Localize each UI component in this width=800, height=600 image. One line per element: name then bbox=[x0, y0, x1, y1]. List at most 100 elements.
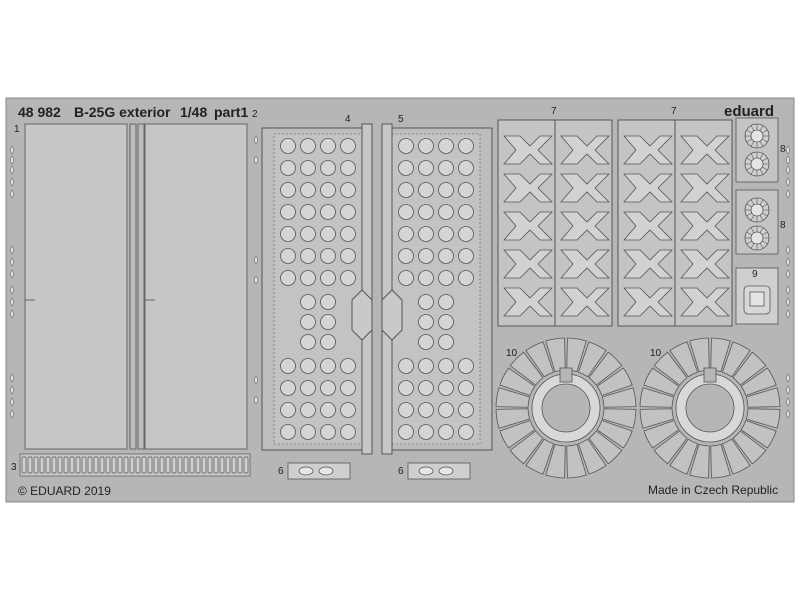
strip-tab bbox=[39, 456, 45, 474]
gear-tooth bbox=[762, 203, 768, 208]
gear-tooth bbox=[746, 157, 752, 162]
strip-tab bbox=[225, 456, 231, 474]
strip-tab bbox=[45, 456, 51, 474]
edge-hole bbox=[10, 385, 14, 395]
panel-hole bbox=[418, 424, 434, 440]
strip-tab bbox=[171, 456, 177, 474]
ring-key bbox=[559, 367, 573, 383]
panel-hole bbox=[418, 248, 434, 264]
strip-tab bbox=[93, 456, 99, 474]
strip-tab bbox=[201, 456, 207, 474]
gear-tooth bbox=[750, 243, 755, 249]
gear-tooth bbox=[750, 227, 755, 233]
panel-hole bbox=[438, 358, 454, 374]
ring-segment bbox=[721, 341, 751, 378]
ring-segment bbox=[545, 337, 566, 373]
ring-segment bbox=[689, 443, 710, 479]
edge-hole bbox=[786, 373, 790, 383]
edge-hole bbox=[786, 257, 790, 267]
origin-text: Made in Czech Republic bbox=[648, 483, 778, 497]
edge-hole bbox=[254, 255, 258, 265]
edge-hole bbox=[10, 373, 14, 383]
panel-hole bbox=[300, 138, 316, 154]
edge-hole bbox=[10, 189, 14, 199]
edge-hole bbox=[786, 397, 790, 407]
edge-hole bbox=[786, 155, 790, 165]
edge-hole bbox=[786, 385, 790, 395]
edge-hole bbox=[10, 257, 14, 267]
edge-hole bbox=[10, 297, 14, 307]
strip-tab bbox=[231, 456, 237, 474]
gear-tooth bbox=[759, 125, 764, 131]
part-number-6-right: 6 bbox=[398, 466, 404, 477]
part-number-5: 5 bbox=[398, 114, 404, 125]
part-number-4: 4 bbox=[345, 114, 351, 125]
panel-hole bbox=[300, 424, 316, 440]
panel-hole bbox=[438, 138, 454, 154]
part-number-10-left: 10 bbox=[506, 348, 518, 359]
panel-hole bbox=[320, 402, 336, 418]
panel-hole bbox=[418, 380, 434, 396]
gear-disc-hub bbox=[750, 203, 764, 217]
copyright-text: © EDUARD 2019 bbox=[18, 484, 111, 498]
brand-logo: eduard bbox=[724, 103, 774, 120]
panel-hole bbox=[320, 270, 336, 286]
part-7-bracket-grid-right bbox=[617, 119, 733, 327]
edge-hole bbox=[254, 275, 258, 285]
panel-hole bbox=[340, 402, 356, 418]
strip-tab bbox=[117, 456, 123, 474]
panel-hole bbox=[280, 182, 296, 198]
panel-hole bbox=[438, 380, 454, 396]
panel-hole bbox=[418, 270, 434, 286]
gear-tooth bbox=[759, 243, 764, 249]
bracket bbox=[560, 249, 610, 279]
ring-segment bbox=[588, 430, 623, 465]
part-4-panel bbox=[261, 123, 373, 455]
gear-tooth bbox=[746, 231, 752, 236]
strip-tab bbox=[147, 456, 153, 474]
bracket bbox=[503, 249, 553, 279]
ring-segment bbox=[669, 438, 699, 475]
panel-hole bbox=[438, 294, 454, 310]
panel-hole bbox=[458, 204, 474, 220]
ring-segment bbox=[545, 443, 566, 479]
strip-tab bbox=[183, 456, 189, 474]
gear-tooth bbox=[750, 141, 755, 147]
gear-tooth bbox=[750, 125, 755, 131]
panel-hole bbox=[438, 334, 454, 350]
bracket bbox=[680, 249, 730, 279]
strip-tab bbox=[105, 456, 111, 474]
gear-tooth bbox=[746, 240, 752, 245]
gear-tooth bbox=[762, 138, 768, 143]
edge-hole bbox=[786, 297, 790, 307]
panel-hole bbox=[398, 248, 414, 264]
gear-tooth bbox=[762, 212, 768, 217]
part-6-piece-left bbox=[287, 462, 351, 480]
panel-hole bbox=[340, 248, 356, 264]
panel-hole bbox=[438, 204, 454, 220]
part-number-3: 3 bbox=[11, 462, 17, 473]
part-number-6-left: 6 bbox=[278, 466, 284, 477]
gear-tooth bbox=[759, 169, 764, 175]
panel-hole bbox=[280, 138, 296, 154]
ring-segment bbox=[596, 367, 633, 397]
panel-hole bbox=[340, 424, 356, 440]
strip-tab bbox=[27, 456, 33, 474]
part-number-8-bottom: 8 bbox=[780, 220, 786, 231]
panel-hole bbox=[458, 380, 474, 396]
strip-tab bbox=[81, 456, 87, 474]
panel-hole bbox=[300, 314, 316, 330]
panel-hole bbox=[320, 380, 336, 396]
panel-hole bbox=[398, 402, 414, 418]
set-part: part1 bbox=[214, 104, 248, 120]
panel-hole bbox=[280, 160, 296, 176]
ring-segment bbox=[509, 351, 544, 386]
panel-hole bbox=[418, 402, 434, 418]
gear-tooth bbox=[759, 141, 764, 147]
panel-hole bbox=[300, 226, 316, 242]
panel-hole bbox=[300, 358, 316, 374]
ring-hole bbox=[685, 383, 735, 433]
gear-tooth bbox=[750, 199, 755, 205]
bracket bbox=[560, 211, 610, 241]
panel-hole bbox=[280, 226, 296, 242]
